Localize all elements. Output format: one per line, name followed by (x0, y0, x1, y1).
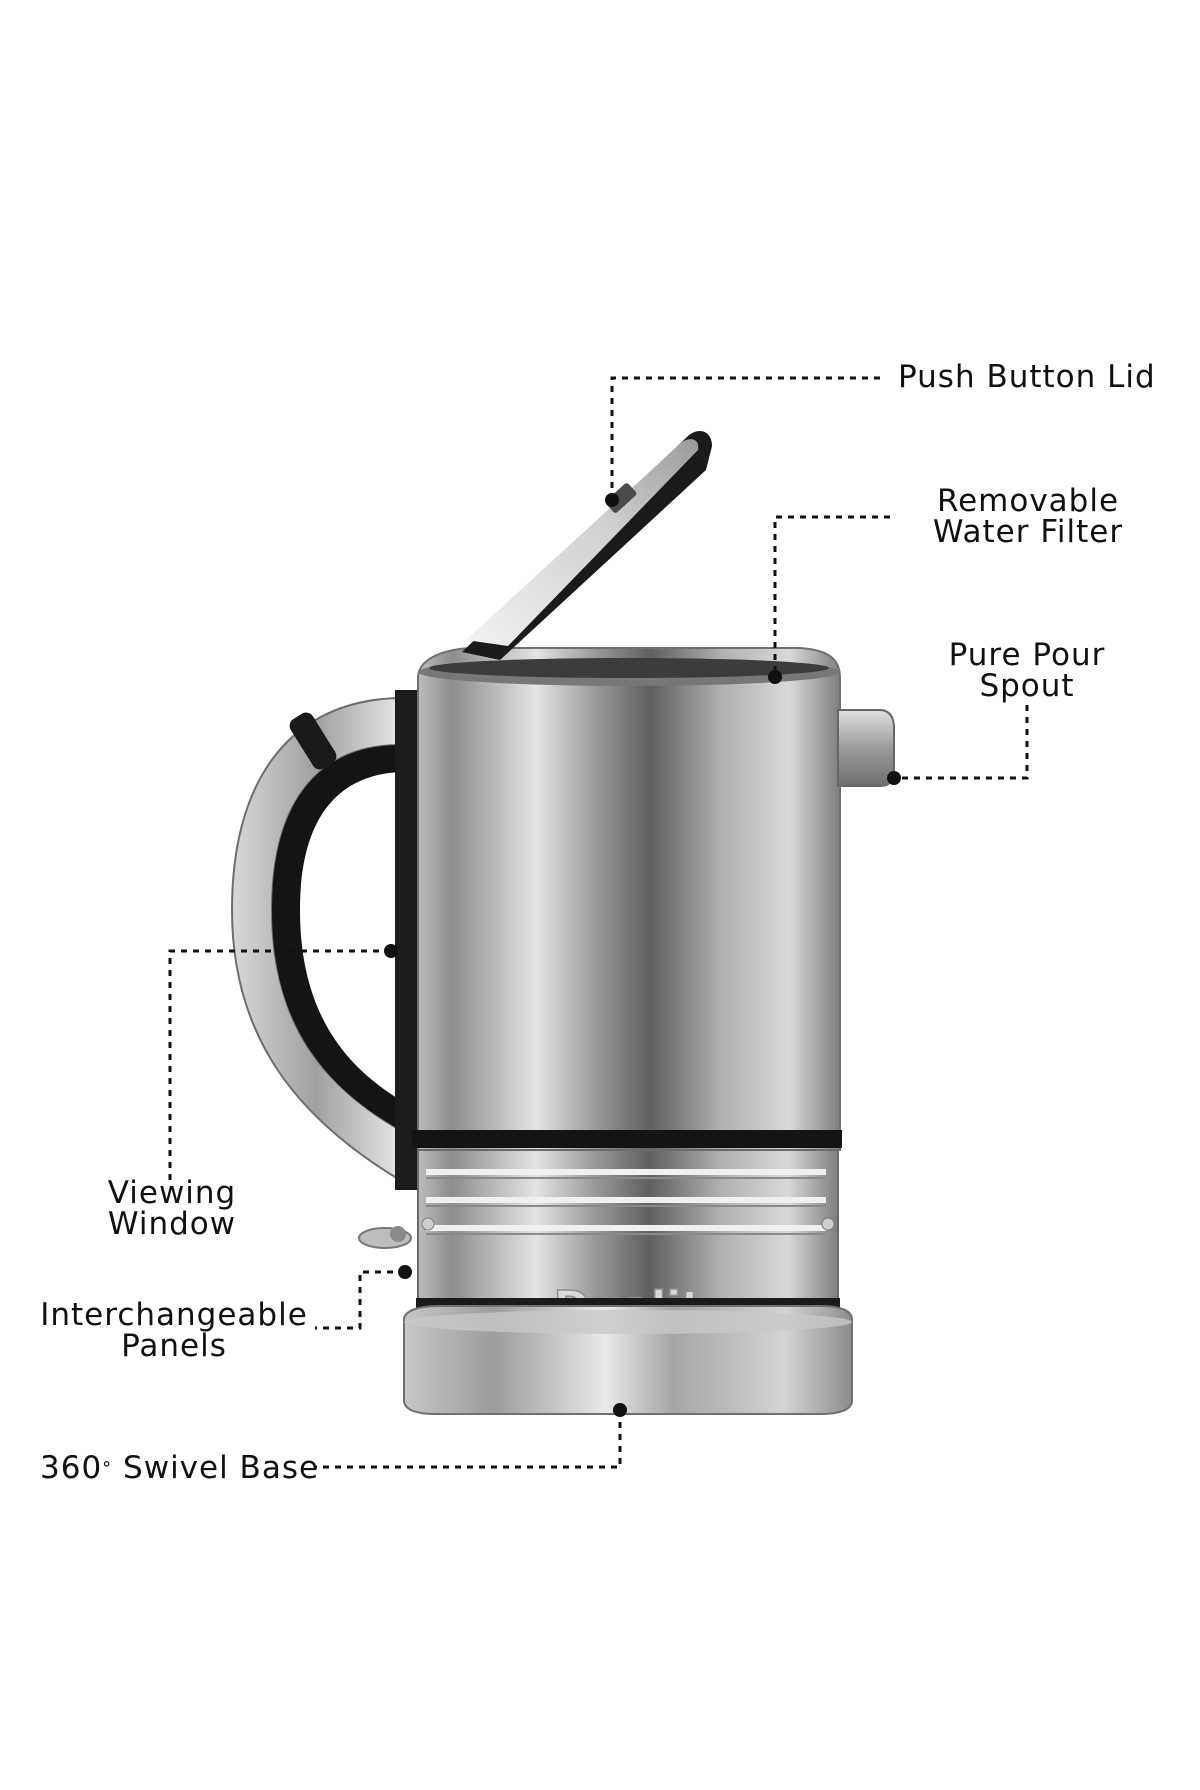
callout-panels-line-1: Interchangeable (40, 1297, 308, 1333)
leader-filter (773, 515, 890, 677)
leader-base (315, 1410, 622, 1469)
callout-push-button-lid: Push Button Lid (898, 362, 1156, 393)
callout-viewing-window: Viewing Window (94, 1178, 250, 1240)
panels-anchor-dot (398, 1265, 412, 1279)
callout-spout-line-1: Pure Pour (948, 637, 1106, 673)
kettle-body (417, 647, 841, 1151)
leader-panels (315, 1270, 405, 1330)
base-anchor-dot (613, 1403, 627, 1417)
handle (230, 690, 418, 1190)
callout-pure-pour-spout: Pure Pour Spout (940, 640, 1114, 702)
leader-window (168, 949, 391, 1180)
lid-anchor-dot (605, 493, 619, 507)
leader-lid (610, 376, 880, 500)
callout-lid-line-1: Push Button Lid (898, 359, 1156, 395)
leader-dots (384, 493, 901, 1417)
callout-base-number: 360 (40, 1450, 103, 1486)
callout-window-line-1: Viewing (107, 1175, 237, 1211)
lid (462, 431, 712, 660)
filter-anchor-dot (768, 670, 782, 684)
switch-lever (358, 1226, 412, 1249)
leader-lines (168, 376, 1029, 1469)
callout-removable-water-filter: Removable Water Filter (924, 486, 1132, 548)
callout-360-swivel-base: 360° Swivel Base (40, 1453, 319, 1484)
spout (837, 709, 895, 787)
callout-interchangeable-panels: Interchangeable Panels (40, 1300, 308, 1362)
callout-spout-line-2: Spout (979, 668, 1075, 704)
callout-base-degree: ° (102, 1458, 113, 1479)
callout-panels-line-2: Panels (121, 1328, 227, 1364)
window-anchor-dot (384, 944, 398, 958)
spout-anchor-dot (887, 771, 901, 785)
callout-base-suffix: Swivel Base (123, 1450, 320, 1486)
callout-window-line-2: Window (107, 1206, 237, 1242)
swivel-base (403, 1298, 853, 1415)
callout-filter-line-1: Removable (936, 483, 1120, 519)
leader-spout (894, 705, 1029, 780)
callout-filter-line-2: Water Filter (932, 514, 1124, 550)
